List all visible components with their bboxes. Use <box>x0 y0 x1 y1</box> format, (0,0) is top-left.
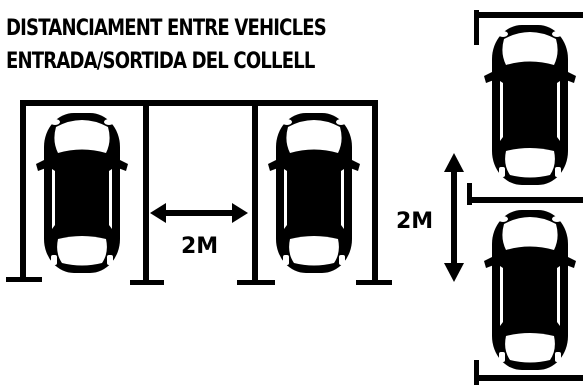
title-line-2: ENTRADA/SORTIDA DEL COLLELL <box>6 49 315 74</box>
vertical-distance-arrow <box>444 153 464 282</box>
parking-frame-left <box>6 100 392 285</box>
title-line-1: DISTANCIAMENT ENTRE VEHICLES <box>6 16 327 41</box>
diagram-title: DISTANCIAMENT ENTRE VEHICLES ENTRADA/SOR… <box>6 12 327 78</box>
car-top-view-icon <box>484 25 576 185</box>
parking-frame-right <box>467 10 583 385</box>
car-top-view-icon <box>268 113 360 273</box>
car-top-view-icon <box>36 113 128 273</box>
car-top-view-icon <box>484 210 576 370</box>
vertical-distance-label: 2M <box>396 209 433 234</box>
horizontal-distance-label: 2M <box>181 234 218 259</box>
horizontal-distance-arrow <box>150 203 248 223</box>
